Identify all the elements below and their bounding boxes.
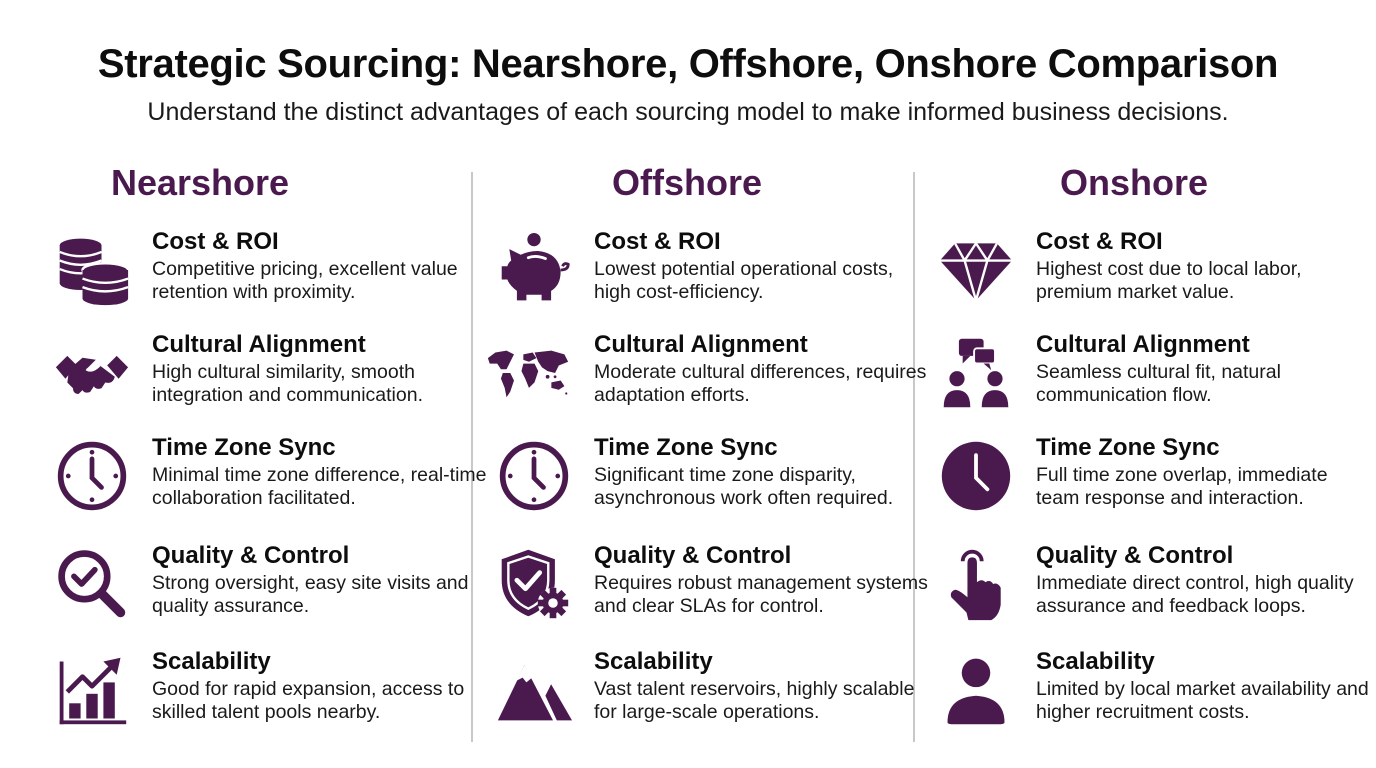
- column-divider: [471, 172, 473, 742]
- item-description: Competitive pricing, excellent value ret…: [152, 258, 458, 303]
- growth-chart-icon: [50, 648, 134, 732]
- page-subtitle: Understand the distinct advantages of ea…: [147, 98, 1229, 126]
- item-title: Cost & ROI: [1036, 228, 1163, 255]
- item-title: Scalability: [152, 648, 271, 675]
- item-title: Cultural Alignment: [594, 331, 808, 358]
- clock-solid-icon: [934, 434, 1018, 518]
- item-title: Quality & Control: [594, 542, 792, 569]
- item-title: Cost & ROI: [152, 228, 279, 255]
- hand-pointer-icon: [934, 542, 1018, 626]
- item-title: Time Zone Sync: [152, 434, 336, 461]
- item-title: Quality & Control: [1036, 542, 1234, 569]
- mountain-icon: [492, 648, 576, 732]
- item-title: Time Zone Sync: [594, 434, 778, 461]
- item-description: Seamless cultural fit, natural communica…: [1036, 361, 1281, 406]
- column-heading-onshore: Onshore: [1059, 162, 1209, 203]
- offshore-column: Offshore Cost & ROI Lowest potential ope…: [487, 158, 932, 723]
- clock-outline-icon: [492, 434, 576, 518]
- shield-gear-icon: [492, 542, 576, 626]
- item-title: Cost & ROI: [594, 228, 721, 255]
- column-heading-nearshore: Nearshore: [110, 162, 290, 203]
- magnifier-check-icon: [50, 542, 134, 626]
- page-title: Strategic Sourcing: Nearshore, Offshore,…: [97, 42, 1279, 86]
- item-title: Cultural Alignment: [152, 331, 366, 358]
- person-icon: [934, 648, 1018, 732]
- item-description: Lowest potential operational costs, high…: [594, 258, 894, 303]
- item-description: High cultural similarity, smooth integra…: [152, 361, 423, 406]
- diamond-icon: [934, 228, 1018, 312]
- item-title: Cultural Alignment: [1036, 331, 1250, 358]
- world-map-icon: [486, 331, 570, 415]
- item-description: Vast talent reservoirs, highly scalable …: [594, 678, 915, 723]
- item-description: Limited by local market availability and…: [1036, 678, 1369, 723]
- item-title: Quality & Control: [152, 542, 350, 569]
- item-description: Requires robust management systems and c…: [594, 572, 928, 617]
- item-title: Scalability: [594, 648, 713, 675]
- item-title: Time Zone Sync: [1036, 434, 1220, 461]
- column-heading-offshore: Offshore: [611, 162, 762, 203]
- clock-outline-icon: [50, 434, 134, 518]
- item-description: Minimal time zone difference, real-time …: [152, 464, 487, 509]
- item-description: Moderate cultural differences, requires …: [594, 361, 927, 406]
- item-title: Scalability: [1036, 648, 1155, 675]
- coins-stack-icon: [50, 228, 134, 312]
- item-description: Full time zone overlap, immediate team r…: [1036, 464, 1328, 509]
- item-description: Significant time zone disparity, asynchr…: [594, 464, 894, 509]
- item-description: Good for rapid expansion, access to skil…: [152, 678, 465, 723]
- nearshore-column: Nearshore Cost & ROI Competitive pricing…: [50, 158, 490, 725]
- item-description: Highest cost due to local labor, premium…: [1036, 258, 1302, 303]
- people-chat-icon: [934, 331, 1018, 415]
- onshore-column: Onshore Cost & ROI Highest cost due to l…: [934, 158, 1374, 725]
- item-description: Strong oversight, easy site visits and q…: [152, 572, 469, 617]
- column-divider: [913, 172, 915, 742]
- handshake-icon: [50, 331, 134, 415]
- piggy-bank-icon: [492, 228, 576, 312]
- item-description: Immediate direct control, high quality a…: [1036, 572, 1354, 617]
